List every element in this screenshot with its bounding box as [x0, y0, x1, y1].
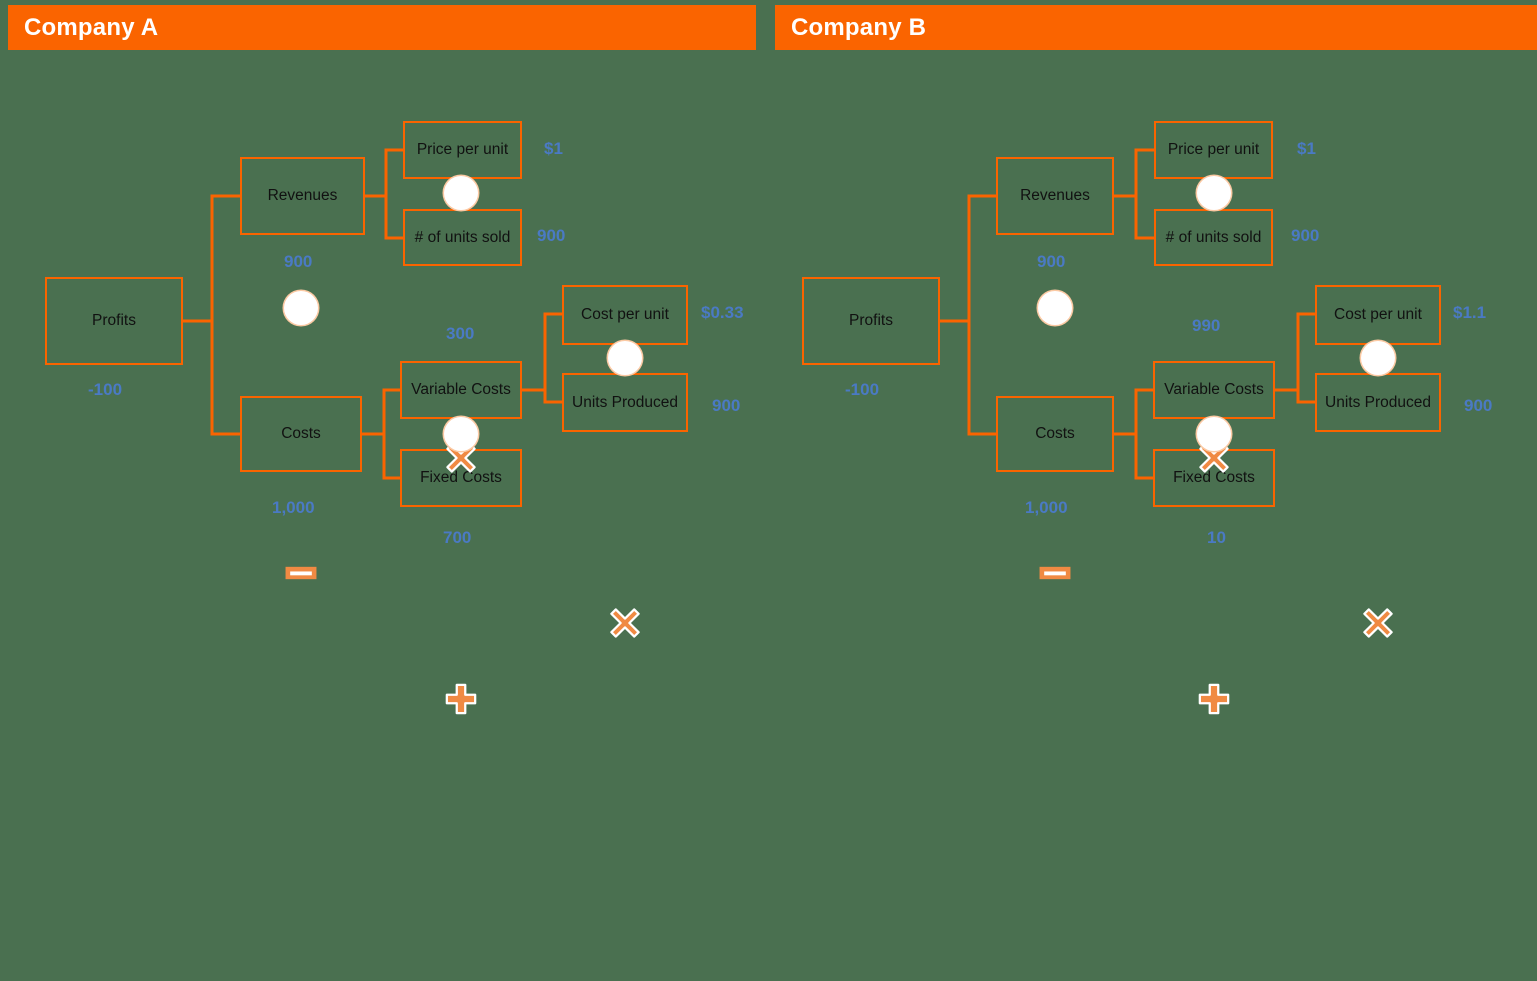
- value-cost-per-unit: $1.1: [1453, 303, 1487, 322]
- node-label: # of units sold: [414, 228, 511, 246]
- value-profits: -100: [88, 380, 123, 399]
- panel-company-a: Company A: [0, 0, 756, 715]
- value-price-per-unit: $1: [544, 139, 563, 158]
- node-label: Fixed Costs: [420, 469, 502, 487]
- value-price-per-unit: $1: [1297, 139, 1316, 158]
- node-cost-per-unit[interactable]: Cost per unit: [1315, 285, 1441, 345]
- node-costs[interactable]: Costs: [996, 396, 1114, 472]
- value-variable-costs: 990: [1192, 316, 1221, 335]
- multiply-operator-icon: [1197, 176, 1231, 473]
- connector-lines: [938, 148, 1317, 480]
- node-label: Fixed Costs: [1173, 469, 1255, 487]
- panel-company-b: Company B: [767, 0, 1537, 715]
- connector-lines: [181, 148, 564, 480]
- node-units-sold[interactable]: # of units sold: [1154, 209, 1273, 266]
- node-label: Cost per unit: [581, 306, 669, 324]
- node-revenues[interactable]: Revenues: [240, 157, 365, 235]
- driver-tree-company-a: Profits -100 Revenues 900 Costs 1,000 Pr…: [0, 0, 756, 715]
- panel-header-company-a: Company A: [8, 5, 756, 50]
- node-cost-per-unit[interactable]: Cost per unit: [562, 285, 688, 345]
- value-units-produced: 900: [1464, 396, 1493, 415]
- value-units-sold: 900: [1291, 226, 1320, 245]
- multiply-operator-icon: [444, 176, 478, 473]
- node-costs[interactable]: Costs: [240, 396, 362, 472]
- value-units-produced: 900: [712, 396, 741, 415]
- value-units-sold: 900: [537, 226, 566, 245]
- value-costs: 1,000: [1025, 498, 1068, 517]
- value-fixed-costs: 10: [1207, 528, 1226, 547]
- value-variable-costs: 300: [446, 324, 475, 343]
- node-price-per-unit[interactable]: Price per unit: [1154, 121, 1273, 179]
- value-fixed-costs: 700: [443, 528, 472, 547]
- node-profits[interactable]: Profits: [802, 277, 940, 365]
- panel-header-company-b: Company B: [775, 5, 1537, 50]
- node-profits[interactable]: Profits: [45, 277, 183, 365]
- node-label: Units Produced: [572, 393, 678, 411]
- node-label: Costs: [281, 425, 321, 443]
- node-label: Cost per unit: [1334, 306, 1422, 324]
- plus-operator-icon: [1197, 417, 1231, 715]
- node-revenues[interactable]: Revenues: [996, 157, 1114, 235]
- multiply-operator-icon: [1361, 341, 1395, 638]
- node-label: Costs: [1035, 425, 1075, 443]
- minus-operator-icon: [284, 291, 318, 580]
- node-label: Variable Costs: [411, 381, 511, 399]
- value-revenues: 900: [284, 252, 313, 271]
- minus-operator-icon: [1038, 291, 1072, 580]
- node-label: Price per unit: [416, 141, 509, 159]
- value-cost-per-unit: $0.33: [701, 303, 744, 322]
- plus-operator-icon: [444, 417, 478, 715]
- panel-title: Company B: [791, 13, 927, 41]
- node-label: Price per unit: [1167, 141, 1260, 159]
- node-label: Variable Costs: [1164, 381, 1264, 399]
- node-price-per-unit[interactable]: Price per unit: [403, 121, 522, 179]
- value-costs: 1,000: [272, 498, 315, 517]
- node-label: Profits: [849, 312, 893, 330]
- node-label: Units Produced: [1325, 393, 1431, 411]
- multiply-operator-icon: [608, 341, 642, 638]
- node-label: # of units sold: [1165, 228, 1262, 246]
- node-label: Revenues: [267, 187, 338, 205]
- node-label: Revenues: [1020, 187, 1090, 205]
- value-profits: -100: [845, 380, 880, 399]
- panel-title: Company A: [24, 13, 159, 41]
- driver-tree-company-b: Profits -100 Revenues 900 Costs 1,000 Pr…: [767, 0, 1537, 715]
- value-revenues: 900: [1037, 252, 1066, 271]
- node-label: Profits: [92, 312, 136, 330]
- node-units-sold[interactable]: # of units sold: [403, 209, 522, 266]
